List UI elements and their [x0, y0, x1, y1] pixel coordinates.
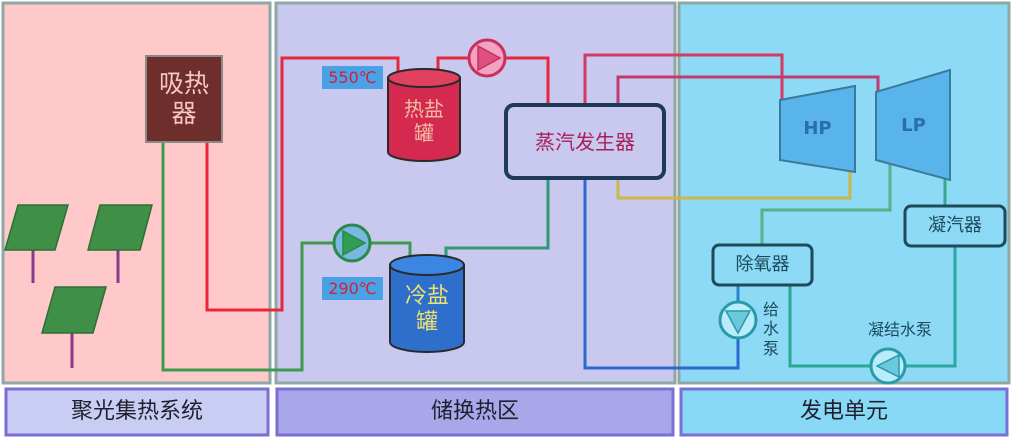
deaerator-label: 除氧器 — [735, 254, 790, 276]
condensate-pump-to-deaerator-pipe — [788, 285, 870, 368]
hp-turbine-label: HP — [803, 118, 832, 140]
lp-turbine-shape — [875, 68, 951, 182]
reheat-steam-pipe — [616, 75, 880, 105]
heliostat-mirror-2 — [87, 204, 153, 251]
hot-pump-to-steam-generator-pipe — [505, 56, 550, 105]
hp-turbine-shape — [779, 84, 856, 174]
condenser-to-condensate-pump-pipe — [906, 246, 957, 368]
feed-water-pump-label-area: 给水泵 — [760, 296, 782, 362]
cold-salt-tank-top — [389, 254, 465, 276]
hot-salt-tank-label-area: 热盐罐 — [388, 88, 460, 154]
hot-salt-tank-label: 热盐罐 — [404, 97, 444, 145]
absorber-to-hot-tank-pipe — [205, 56, 400, 312]
cold-temp-label: 290℃ — [328, 278, 377, 298]
absorber-label-area: 吸热器 — [146, 56, 222, 142]
feed-water-pump-label: 给水泵 — [762, 300, 779, 358]
storage-zone-label-box — [275, 387, 675, 437]
hot-temp-tag — [322, 66, 383, 89]
steam-generator-to-cold-tank-pipe — [444, 178, 550, 262]
hp-exhaust-pipe — [616, 171, 852, 200]
hot-salt-tank-top — [387, 68, 461, 88]
hot-temp-label: 550℃ — [328, 67, 377, 87]
hot-salt-pump-arrow-icon — [477, 44, 502, 72]
hot-salt-tank-body — [387, 77, 461, 162]
steam-generator-label: 蒸汽发生器 — [535, 129, 635, 154]
power-zone-label: 发电单元 — [799, 398, 888, 424]
hot-tank-to-hot-pump-pipe — [436, 56, 469, 72]
heliostat-mirror-1 — [4, 204, 69, 251]
power-zone-label-box — [679, 387, 1009, 437]
cold-salt-tank-label-area: 冷盐罐 — [390, 277, 464, 343]
cold-pump-to-absorber-pipe — [161, 142, 334, 372]
cold-salt-tank-label: 冷盐罐 — [404, 283, 449, 335]
collector-zone-label-box — [4, 387, 270, 437]
storage-zone-label: 储换热区 — [430, 398, 519, 424]
condensate-pump-label: 凝结水泵 — [867, 320, 932, 340]
lp-turbine-label: LP — [901, 115, 926, 137]
deaerator-box — [711, 243, 814, 287]
condensate-pump-arrow-icon — [875, 353, 900, 379]
steam-generator-box — [504, 103, 666, 180]
collector-zone-panel — [1, 1, 272, 385]
feed-water-pump-arrow-icon — [724, 310, 752, 335]
condenser-box — [903, 204, 1007, 248]
extraction-steam-pipe — [760, 164, 892, 245]
absorber-label: 吸热器 — [158, 69, 209, 128]
feed-water-pipe — [583, 178, 740, 370]
cold-salt-pump-arrow-icon — [342, 229, 367, 257]
collector-zone-label: 聚光集热系统 — [70, 398, 203, 424]
absorber-box — [145, 55, 223, 143]
cold-salt-tank-body — [389, 264, 465, 353]
heliostat-mirror-3 — [41, 286, 107, 334]
cold-temp-tag — [322, 277, 383, 300]
condenser-label: 凝汽器 — [928, 215, 982, 237]
